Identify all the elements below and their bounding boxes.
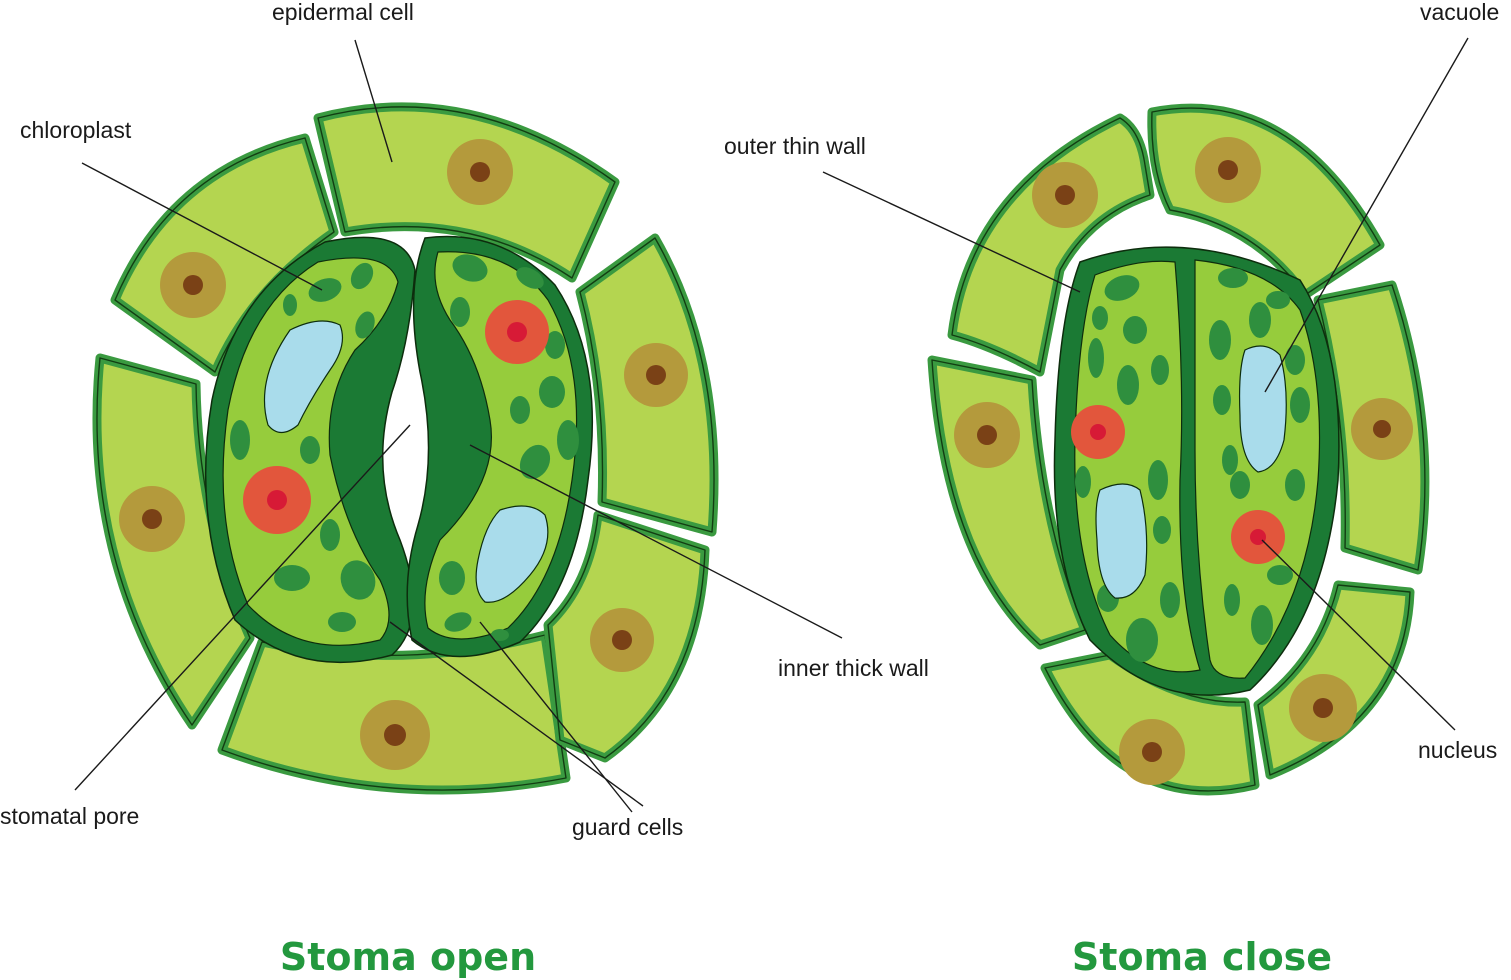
label-stomatal-pore: stomatal pore bbox=[0, 803, 139, 829]
label-chloroplast: chloroplast bbox=[20, 117, 132, 143]
vacuole bbox=[263, 320, 343, 434]
title-stoma-open: Stoma open bbox=[280, 935, 536, 979]
leader-guard-cells-1 bbox=[389, 621, 644, 807]
chloroplasts-close bbox=[1075, 268, 1310, 662]
chloroplasts-open bbox=[230, 254, 579, 641]
leader-chloroplast bbox=[81, 162, 323, 291]
vacuole bbox=[1238, 345, 1287, 473]
label-vacuole: vacuole bbox=[1420, 0, 1499, 25]
stoma-close-diagram bbox=[927, 103, 1430, 796]
label-inner-thick-wall: inner thick wall bbox=[778, 655, 929, 681]
vacuole bbox=[475, 505, 549, 603]
stoma-open-diagram bbox=[92, 102, 719, 795]
leader-vacuole bbox=[1264, 37, 1469, 393]
leader-nucleus bbox=[1261, 539, 1456, 731]
leader-inner-thick-wall bbox=[469, 444, 843, 639]
guard-nuclei-open bbox=[243, 300, 549, 534]
label-epidermal-cell: epidermal cell bbox=[272, 0, 414, 25]
label-nucleus: nucleus bbox=[1418, 737, 1497, 763]
leader-outer-thin-wall bbox=[822, 171, 1081, 293]
epidermal-nuclei-open bbox=[119, 139, 688, 770]
vacuoles-open bbox=[263, 320, 549, 603]
guard-nuclei-close bbox=[1071, 405, 1285, 564]
leader-epidermal-cell bbox=[354, 39, 393, 163]
label-outer-thin-wall: outer thin wall bbox=[724, 133, 866, 159]
leader-stomatal-pore bbox=[74, 424, 411, 791]
vacuoles-close bbox=[1095, 345, 1287, 599]
chloroplast bbox=[308, 278, 342, 302]
epidermal-nuclei-close bbox=[954, 137, 1413, 785]
epidermal-cells-open bbox=[92, 102, 719, 795]
vacuole bbox=[1095, 483, 1148, 599]
chloroplast bbox=[1104, 275, 1140, 301]
leader-guard-cells-2 bbox=[479, 621, 633, 813]
title-stoma-close: Stoma close bbox=[1072, 935, 1332, 979]
label-guard-cells: guard cells bbox=[572, 814, 683, 840]
leader-lines bbox=[74, 37, 1469, 813]
